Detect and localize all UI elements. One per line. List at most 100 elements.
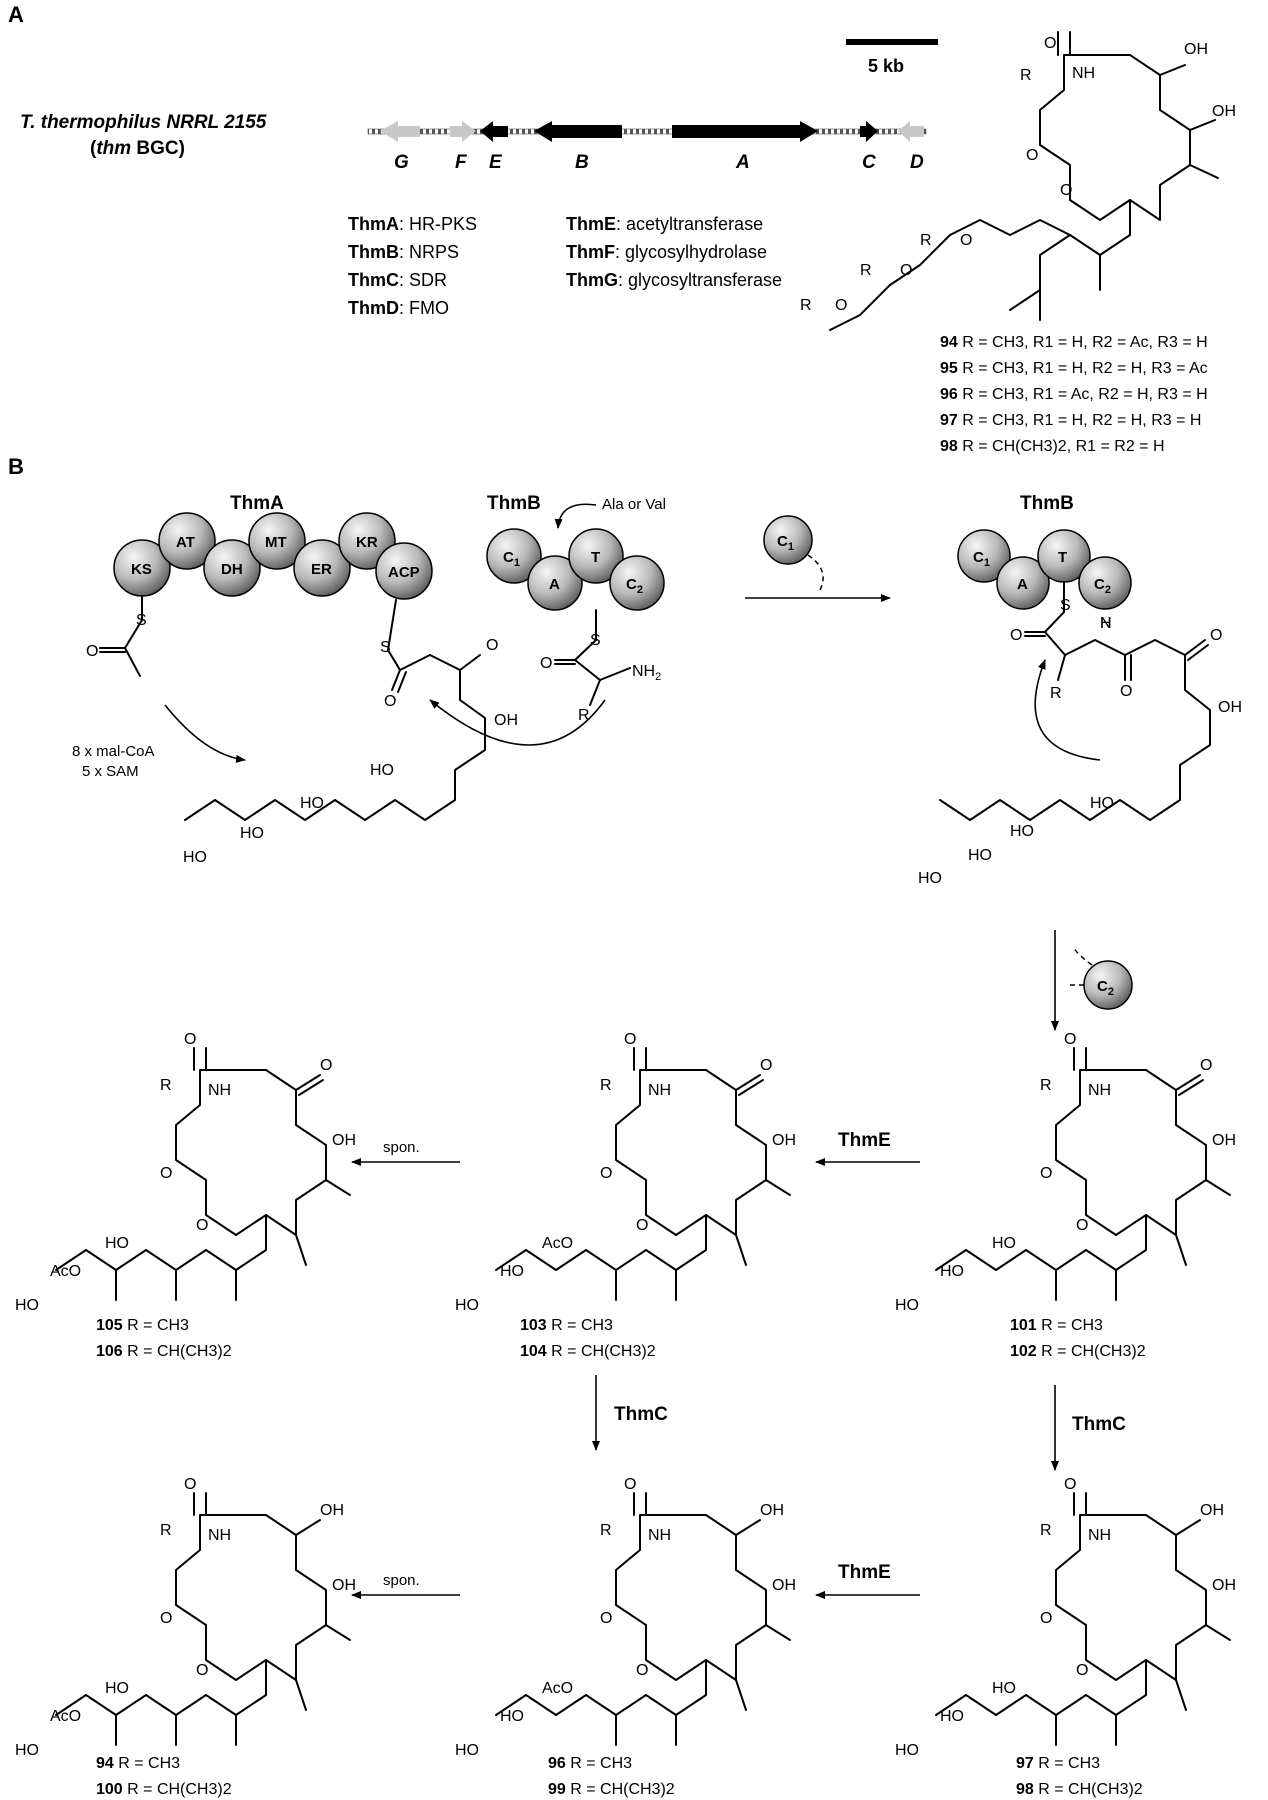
svg-text:R: R	[160, 1077, 172, 1094]
svg-text:HO: HO	[300, 795, 324, 812]
svg-text:R: R	[1040, 1522, 1052, 1539]
svg-text:HO: HO	[455, 1742, 479, 1759]
svg-text:NH2: NH2	[632, 663, 661, 683]
svg-text:NH: NH	[648, 1527, 671, 1544]
legend-thmc: ThmC: SDR	[348, 270, 447, 290]
svg-text:O: O	[1044, 35, 1056, 52]
svg-text:T: T	[591, 549, 600, 566]
gene-label-a: A	[735, 152, 750, 173]
thma-label: ThmA	[230, 493, 284, 514]
svg-text:O: O	[160, 1165, 172, 1182]
structure-101: O NH R O O O OH HO HO HO	[895, 1031, 1236, 1314]
svg-text:ER: ER	[311, 561, 332, 578]
amide-attack-arrow	[429, 699, 606, 746]
svg-text:HO: HO	[105, 1680, 129, 1697]
compound-98-line: 98 R = CH(CH3)2, R1 = R2 = H	[940, 438, 1165, 455]
svg-text:R: R	[860, 262, 872, 279]
thmc-label-2: ThmC	[1072, 1414, 1126, 1435]
svg-text:O: O	[760, 1057, 772, 1074]
label-97: 97 R = CH3	[1016, 1755, 1100, 1772]
svg-text:O: O	[1064, 1031, 1076, 1048]
structure-97: O NH R O O OH OH HO HO HO	[895, 1476, 1236, 1759]
gene-label-c: C	[862, 152, 876, 173]
svg-text:OH: OH	[772, 1577, 796, 1594]
svg-text:T: T	[1058, 549, 1067, 566]
spon-label-1: spon.	[383, 1139, 420, 1156]
svg-text:OH: OH	[332, 1132, 356, 1149]
svg-text:KS: KS	[131, 561, 152, 578]
svg-text:OH: OH	[1218, 699, 1242, 716]
svg-text:HO: HO	[1010, 823, 1034, 840]
svg-text:O: O	[1010, 627, 1022, 644]
nrps-thmb-2: C1 A T C2	[957, 529, 1132, 610]
svg-text:A: A	[1017, 576, 1028, 593]
svg-text:O: O	[1064, 1476, 1076, 1493]
structure-103: O NH R O O O OH AcO HO HO	[455, 1031, 796, 1314]
sam-label: 5 x SAM	[82, 763, 139, 780]
svg-text:DH: DH	[221, 561, 243, 578]
label-104: 104 R = CH(CH3)2	[520, 1343, 656, 1360]
svg-text:O: O	[1076, 1217, 1088, 1234]
svg-text:O: O	[540, 655, 552, 672]
pks-thma: KS AT DH MT ER KR ACP	[113, 512, 433, 600]
svg-text:O: O	[486, 637, 498, 654]
compound-97-line: 97 R = CH3, R1 = H, R2 = H, R3 = H	[940, 412, 1201, 429]
svg-text:OH: OH	[1212, 1577, 1236, 1594]
svg-text:OH: OH	[332, 1577, 356, 1594]
svg-text:O: O	[1120, 683, 1132, 700]
svg-text:HO: HO	[992, 1680, 1016, 1697]
linear-intermediate: S O NH O O OH R HO HO HO HO	[918, 581, 1242, 887]
svg-text:R: R	[600, 1522, 612, 1539]
compound-94-line: 94 R = CH3, R1 = H, R2 = Ac, R3 = H	[940, 334, 1208, 351]
svg-text:O: O	[1200, 1057, 1212, 1074]
svg-text:R: R	[1040, 1077, 1052, 1094]
scale-label: 5 kb	[868, 56, 904, 76]
legend-thmf: ThmF: glycosylhydrolase	[566, 242, 767, 262]
svg-text:O: O	[196, 1662, 208, 1679]
structure-96: O NH R O O OH OH AcO HO HO	[455, 1476, 796, 1759]
svg-text:MT: MT	[265, 534, 287, 551]
svg-text:O: O	[960, 232, 972, 249]
svg-text:ACP: ACP	[388, 564, 420, 581]
cyclization-arrow	[1034, 659, 1101, 761]
svg-text:HO: HO	[500, 1708, 524, 1725]
nrps-aminoacyl: S O NH2 R	[540, 609, 661, 724]
extension-arrow	[164, 704, 246, 763]
svg-text:HO: HO	[992, 1235, 1016, 1252]
panel-a-letter: A	[8, 2, 24, 27]
svg-text:O: O	[1026, 147, 1038, 164]
gene-label-b: B	[575, 152, 589, 173]
svg-text:R: R	[1050, 685, 1062, 702]
svg-text:O: O	[624, 1476, 636, 1493]
label-105: 105 R = CH3	[96, 1317, 189, 1334]
thmb-label: ThmB	[487, 493, 541, 514]
svg-text:NH: NH	[1088, 1082, 1111, 1099]
svg-text:S: S	[136, 612, 147, 629]
gene-legend: ThmA: HR-PKS ThmB: NRPS ThmC: SDR ThmD: …	[348, 214, 782, 318]
svg-text:HO: HO	[940, 1708, 964, 1725]
c1-domain-sphere	[763, 515, 813, 565]
svg-text:O: O	[624, 1031, 636, 1048]
svg-text:OH: OH	[320, 1502, 344, 1519]
svg-text:R: R	[578, 707, 590, 724]
svg-text:OH: OH	[494, 712, 518, 729]
svg-text:NH: NH	[208, 1082, 231, 1099]
legend-thmb: ThmB: NRPS	[348, 242, 459, 262]
gene-g-arrow	[380, 121, 420, 142]
thme-label-2: ThmE	[838, 1562, 891, 1583]
gene-label-f: F	[455, 152, 468, 173]
svg-text:O: O	[1210, 627, 1222, 644]
svg-text:R: R	[800, 297, 812, 314]
gene-e-arrow	[480, 121, 508, 142]
legend-thme: ThmE: acetyltransferase	[566, 214, 763, 234]
svg-text:A: A	[549, 576, 560, 593]
svg-text:AcO: AcO	[542, 1680, 573, 1697]
thmb-label-2: ThmB	[1020, 493, 1074, 514]
svg-text:NH: NH	[1100, 615, 1112, 632]
svg-text:NH: NH	[648, 1082, 671, 1099]
svg-text:O: O	[636, 1217, 648, 1234]
svg-text:O: O	[320, 1057, 332, 1074]
pks-intermediate: S O O OH HO HO HO HO	[183, 599, 518, 866]
structure-94: O NH R O O OH OH HO AcO HO	[15, 1476, 356, 1759]
svg-text:NH: NH	[1072, 65, 1095, 82]
